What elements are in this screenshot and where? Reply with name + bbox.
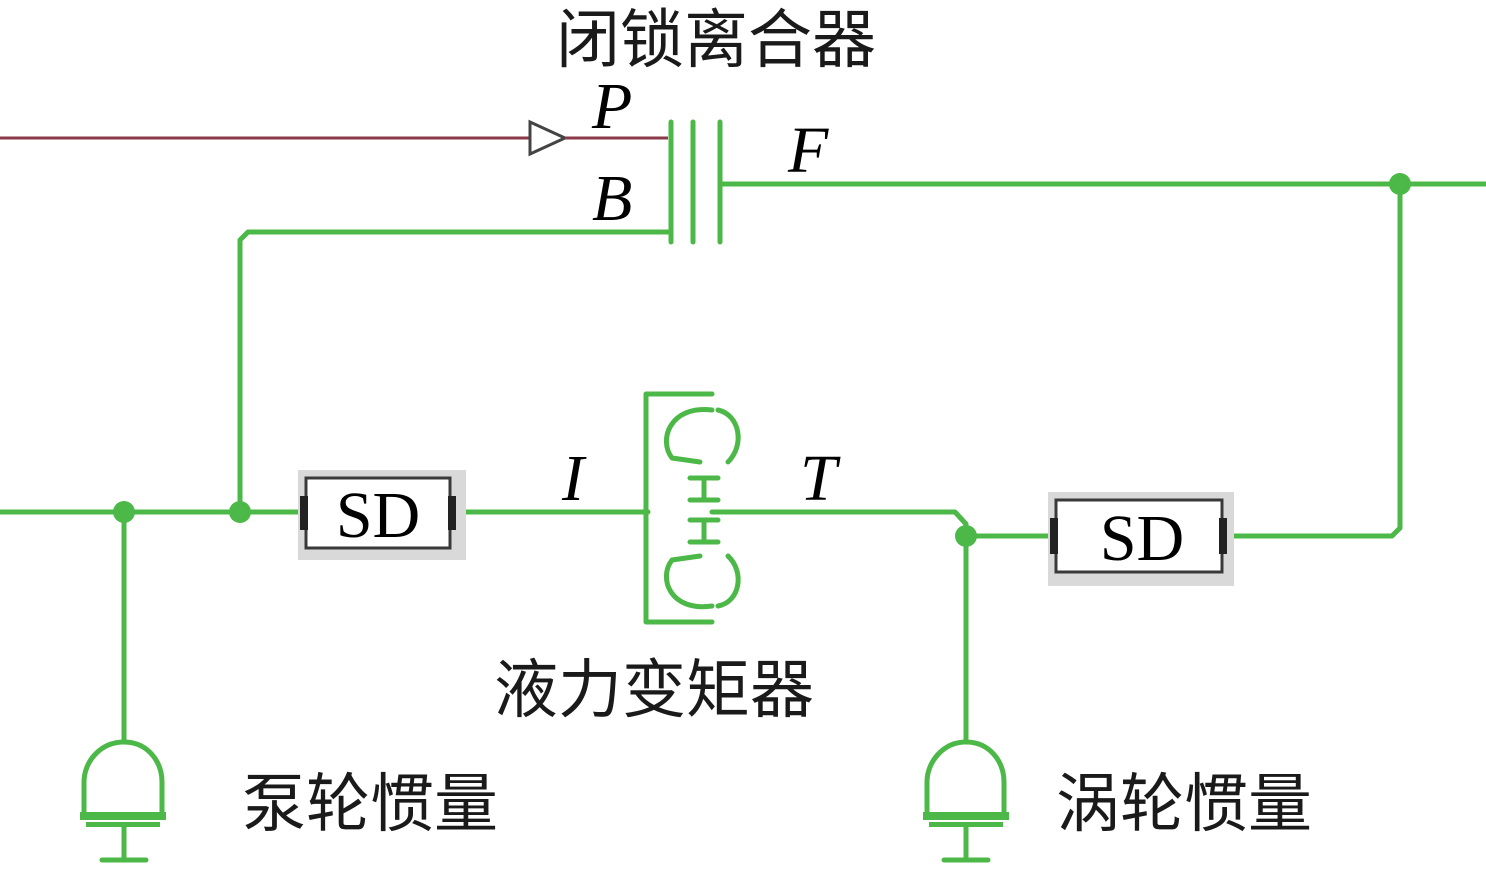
pump-inertia-label: 泵轮惯量 (242, 768, 498, 842)
turbine-sd-to-F-line[interactable] (1219, 181, 1403, 539)
sd-left-port-out (448, 496, 456, 530)
port-label-B: B (592, 162, 632, 235)
converter-upper-turbine (715, 407, 741, 465)
port-label-T: T (800, 442, 841, 515)
port-label-I: I (561, 442, 587, 515)
pump-inertia-base (80, 812, 166, 820)
sd-block-left[interactable]: SD (298, 470, 466, 560)
sd-block-right[interactable]: SD (1048, 492, 1234, 586)
turbine-inertia-body (924, 739, 1007, 815)
sd-right-port-out (1219, 518, 1227, 554)
pump-inertia-block[interactable] (80, 739, 166, 863)
converter-stator-lower (687, 517, 721, 545)
converter-lower-turbine (715, 553, 741, 609)
sd-right-label: SD (1100, 502, 1184, 575)
junction-node-B (229, 501, 251, 523)
torque-converter-label: 液力变矩器 (494, 654, 814, 728)
clutch-B-line[interactable] (237, 229, 671, 515)
converter-T-line[interactable] (709, 509, 969, 539)
signal-arrow-icon (528, 119, 569, 157)
pump-inertia-base2 (86, 822, 160, 827)
converter-lower-impeller (663, 553, 715, 610)
pump-inertia-body (81, 739, 165, 815)
torque-converter-block[interactable] (643, 391, 741, 625)
sd-left-label: SD (336, 479, 420, 552)
port-label-F: F (787, 114, 829, 187)
port-label-P: P (591, 70, 632, 143)
sd-right-port-in (1050, 518, 1058, 554)
sd-left-port-in (300, 496, 308, 530)
lockup-clutch-label: 闭锁离合器 (556, 4, 876, 78)
turbine-inertia-label: 涡轮惯量 (1056, 768, 1312, 842)
junction-node-pump (113, 501, 135, 523)
junction-node-turbine (955, 525, 977, 547)
converter-housing (643, 391, 715, 625)
junction-node-right (1389, 173, 1411, 195)
lockup-clutch-block[interactable] (668, 119, 723, 245)
converter-stator-upper (687, 475, 721, 503)
converter-upper-impeller (663, 407, 715, 465)
turbine-inertia-block[interactable] (923, 739, 1009, 863)
turbine-inertia-base (923, 812, 1009, 820)
